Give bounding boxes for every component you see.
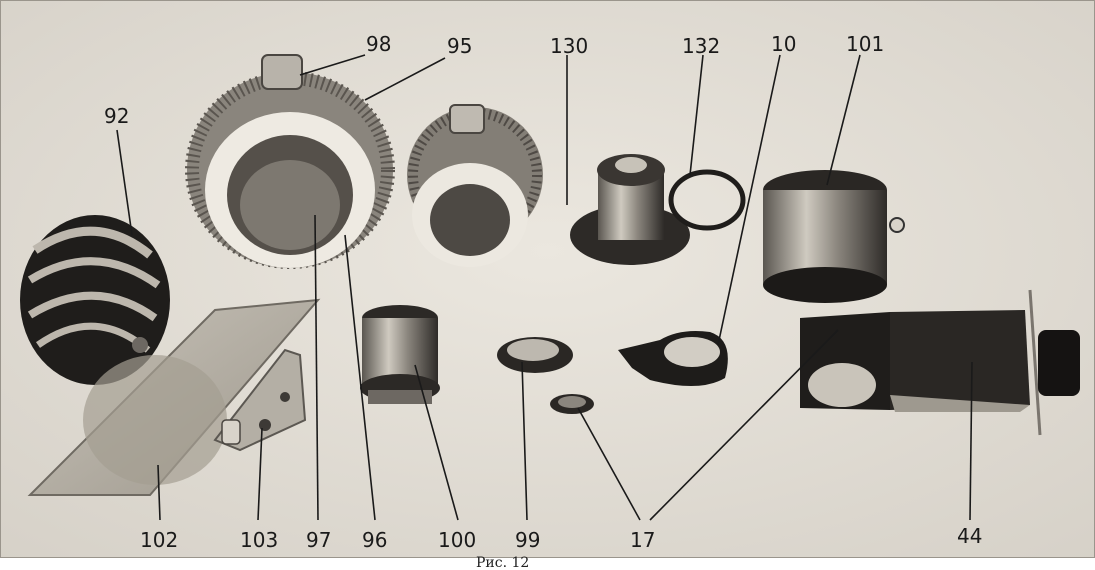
label-10: 10 xyxy=(771,32,797,56)
eyepiece-100 xyxy=(360,305,440,404)
label-44: 44 xyxy=(957,524,983,548)
objective-130 xyxy=(570,154,746,265)
leader-lines xyxy=(116,54,973,521)
label-132: 132 xyxy=(682,34,721,58)
label-17: 17 xyxy=(630,528,656,552)
label-95: 95 xyxy=(447,34,473,58)
label-97: 97 xyxy=(306,528,332,552)
ring-95 xyxy=(185,54,395,269)
label-96: 96 xyxy=(362,528,388,552)
label-98: 98 xyxy=(366,32,392,56)
holder-92 xyxy=(20,215,170,385)
ring-medium xyxy=(407,104,543,267)
label-130: 130 xyxy=(550,34,589,58)
label-103: 103 xyxy=(240,528,279,552)
tube-101 xyxy=(763,170,905,303)
filter-99 xyxy=(497,337,573,373)
label-100: 100 xyxy=(438,528,477,552)
label-99: 99 xyxy=(515,528,541,552)
mirror-102 xyxy=(27,298,321,496)
photo-of-optical-parts xyxy=(0,0,1095,558)
label-102: 102 xyxy=(140,528,179,552)
holder-10 xyxy=(618,331,728,387)
prism-44 xyxy=(800,289,1080,436)
label-101: 101 xyxy=(846,32,885,56)
figure-caption: Рис. 12 xyxy=(476,556,530,570)
disc-17 xyxy=(550,394,594,414)
label-92: 92 xyxy=(104,104,130,128)
